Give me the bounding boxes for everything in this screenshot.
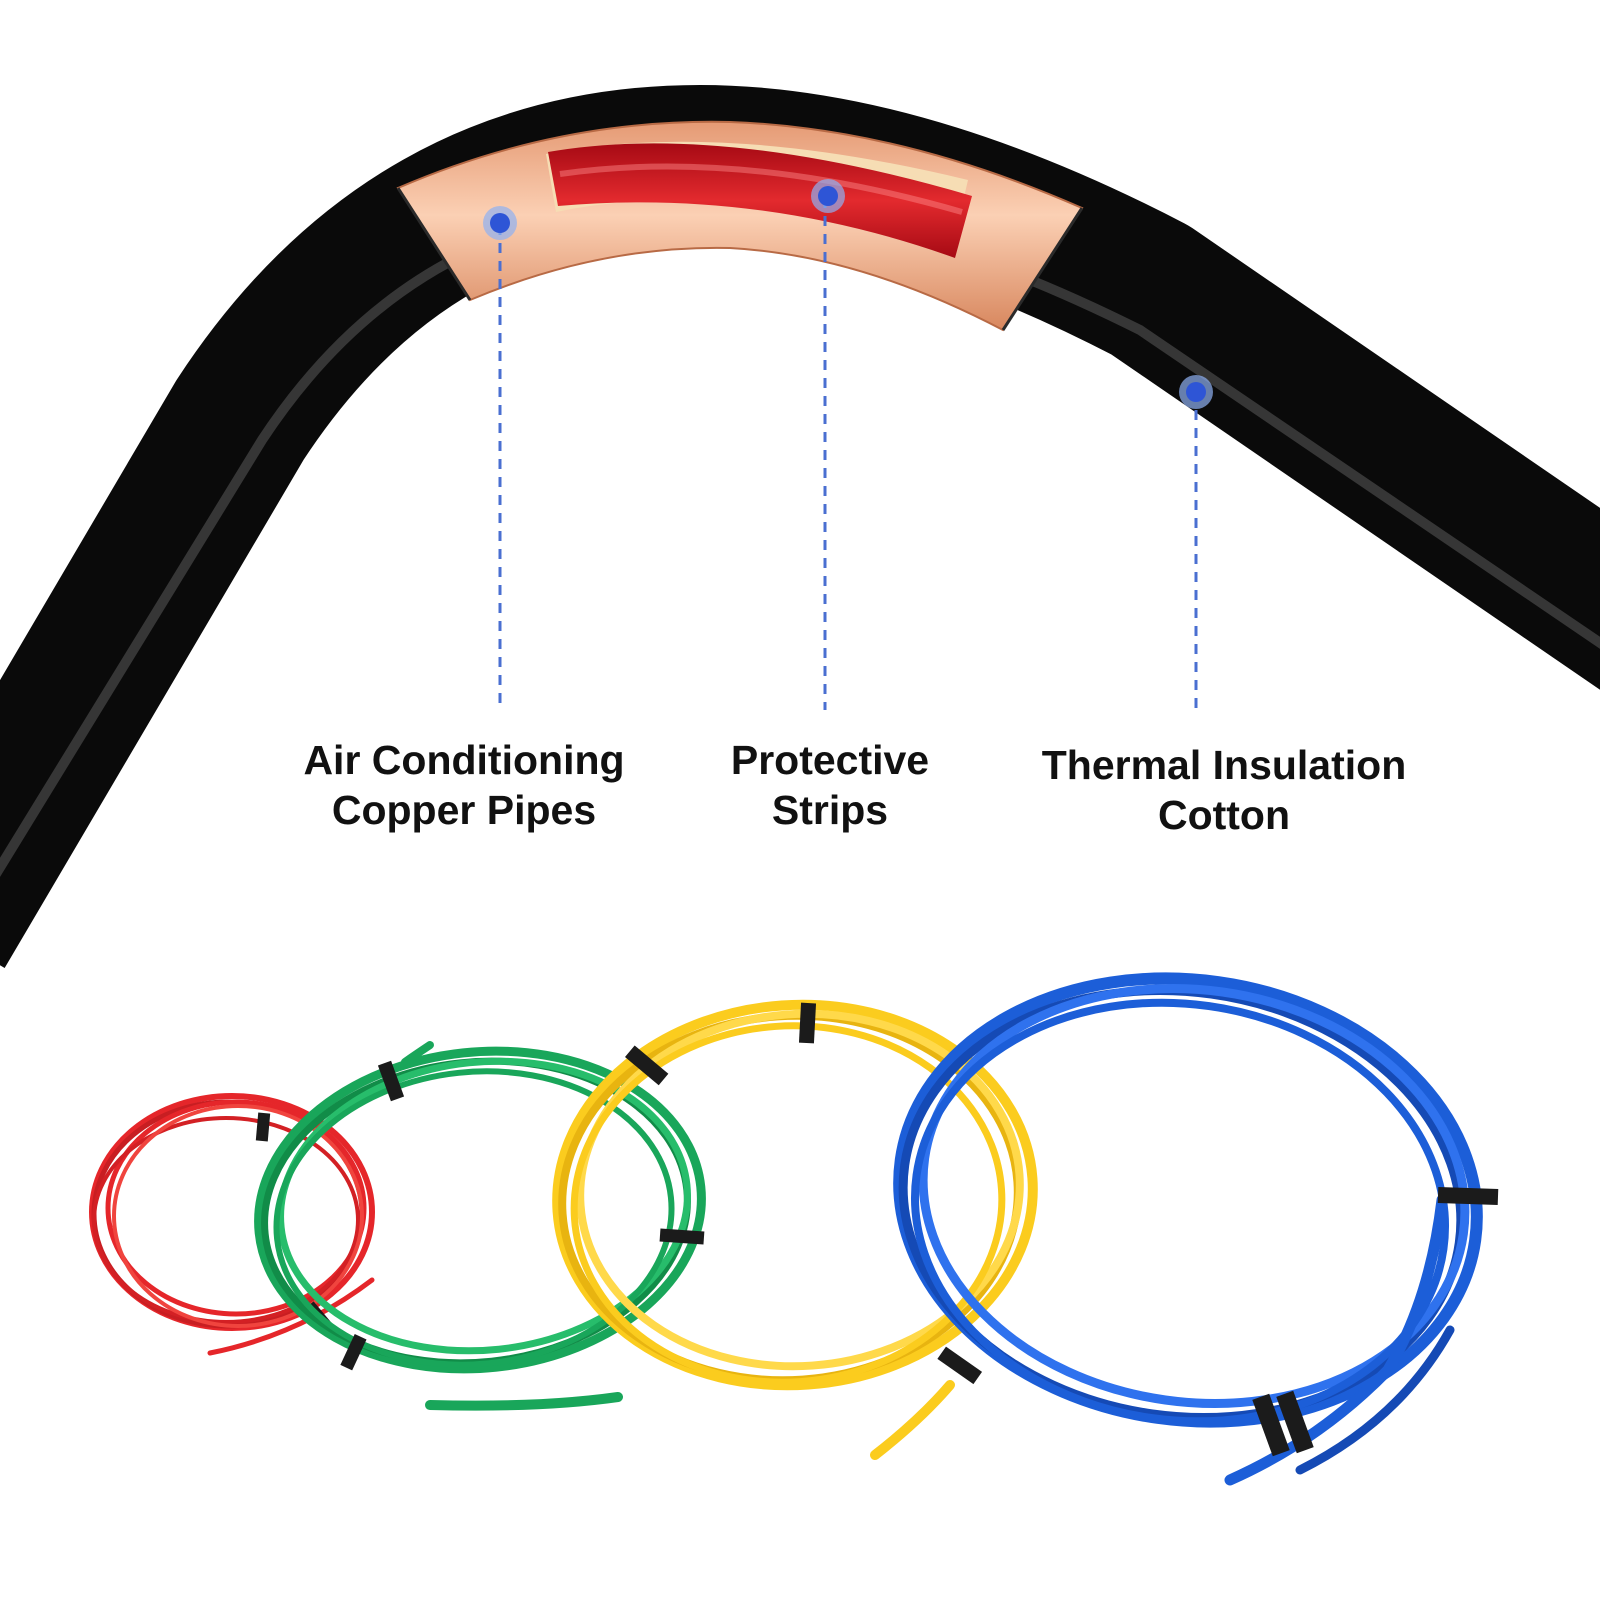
cable-tie-icon bbox=[1252, 1393, 1290, 1457]
yellow-coil bbox=[552, 999, 1038, 1460]
protective-strip-shine bbox=[559, 163, 963, 215]
cable-tie-icon bbox=[377, 1060, 405, 1102]
callout-marker-insulation bbox=[1179, 375, 1213, 409]
callout-marker-copper bbox=[483, 206, 517, 240]
callout-label-line: Strips bbox=[771, 787, 889, 833]
protective-strip bbox=[548, 143, 972, 258]
cable-tie-icon bbox=[798, 1002, 817, 1044]
callout-label-line: Thermal Insulation bbox=[1041, 742, 1407, 788]
callout-marker-strips bbox=[811, 179, 845, 213]
cable-tie-icon bbox=[255, 1112, 271, 1142]
cable-tie-icon bbox=[340, 1334, 367, 1371]
callout-label-thermal-insulation: Thermal Insulation Cotton bbox=[1014, 740, 1434, 840]
callout-label-line: Air Conditioning bbox=[303, 737, 625, 783]
callout-label-line: Copper Pipes bbox=[331, 787, 597, 833]
green-coil bbox=[254, 1041, 706, 1411]
blue-coil bbox=[893, 972, 1499, 1486]
cable-tie-icon bbox=[1276, 1390, 1314, 1454]
red-coil bbox=[89, 1093, 375, 1356]
callout-label-copper-pipes: Air Conditioning Copper Pipes bbox=[254, 735, 674, 835]
callout-label-line: Cotton bbox=[1157, 792, 1291, 838]
callout-label-line: Protective bbox=[730, 737, 930, 783]
callout-label-protective-strips: Protective Strips bbox=[620, 735, 1040, 835]
insulation-cut-edge-left bbox=[396, 187, 472, 301]
insulation-cut-edge-right bbox=[1001, 207, 1084, 331]
cable-tie-icon bbox=[625, 1045, 669, 1086]
cable-tie-icon bbox=[937, 1346, 983, 1385]
cable-tie-icon bbox=[1437, 1186, 1499, 1206]
cable-tie-icon bbox=[659, 1228, 705, 1245]
